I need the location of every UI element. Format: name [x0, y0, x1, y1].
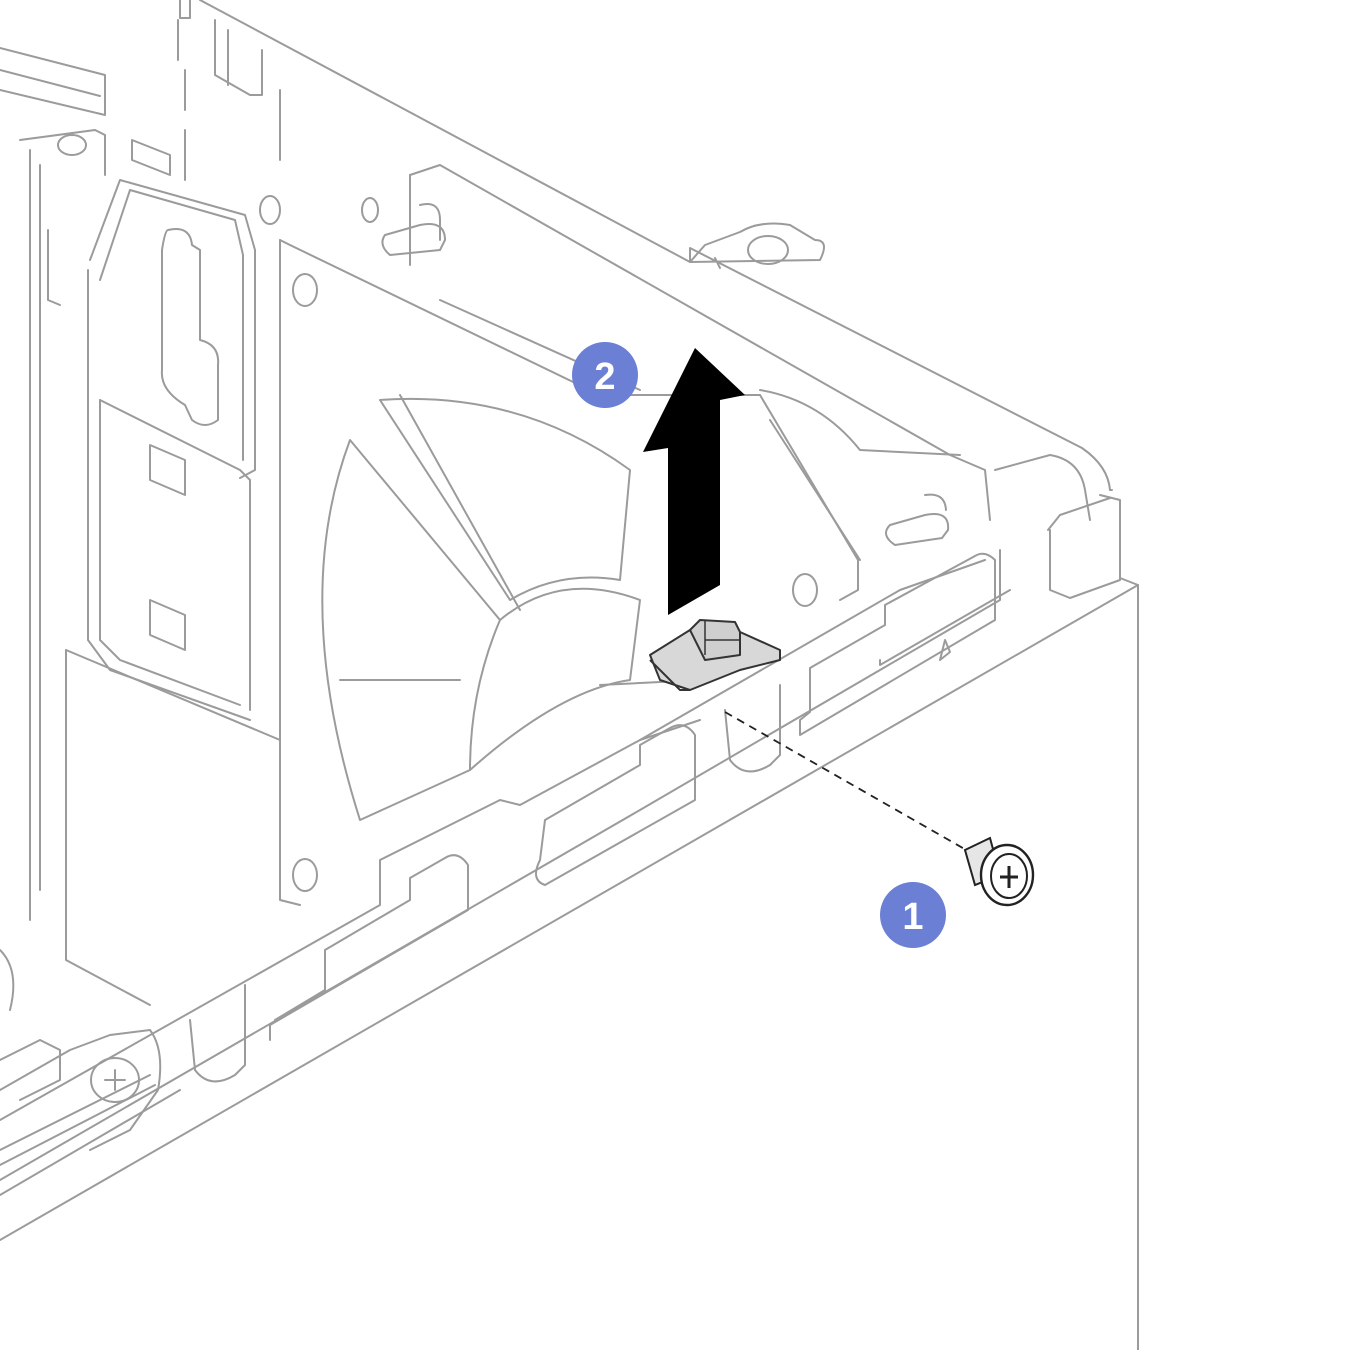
chassis-frame — [0, 0, 1113, 1006]
chassis-top-rim — [689, 222, 1121, 599]
screw-icon — [963, 836, 1035, 907]
screw-path-dashed-line — [724, 711, 976, 856]
callout-1: 1 — [880, 882, 946, 948]
chassis-side-panel — [0, 549, 1139, 1350]
arrow-up-icon — [643, 348, 745, 615]
callout-1-label: 1 — [902, 896, 923, 938]
callout-2-label: 2 — [594, 356, 615, 398]
fan-latch — [649, 619, 781, 691]
system-fan — [279, 164, 991, 906]
callout-2: 2 — [572, 342, 638, 408]
